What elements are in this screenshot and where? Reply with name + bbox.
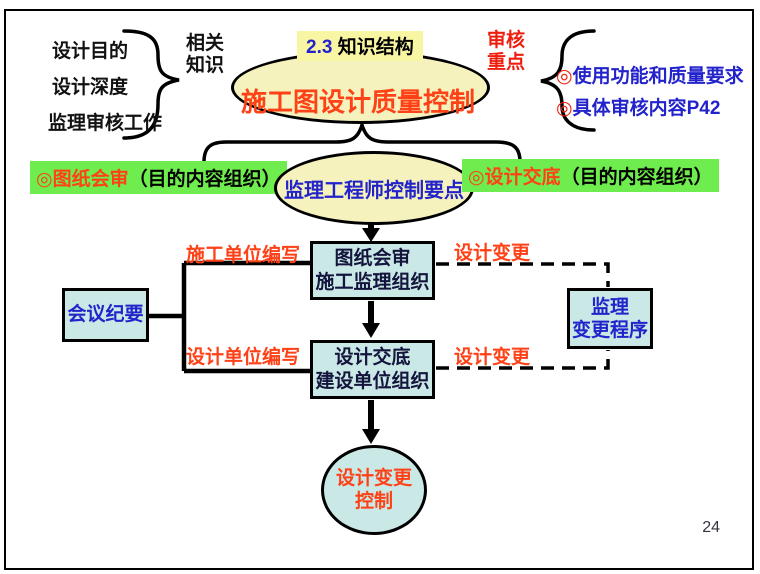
section-name: 知识结构 [332,37,414,58]
design-change-label-bottom: 设计变更 [454,347,531,368]
related-knowledge-line1: 相关 [186,33,225,54]
drawing-review-band: ◎图纸会审（目的内容组织） [30,161,287,194]
review-item-2: ◎具体审核内容P42 [556,93,720,120]
related-knowledge-line2: 知识 [186,55,225,76]
section-badge: 2.3 知识结构 [297,31,423,61]
box1-author-label: 施工单位编写 [186,245,301,266]
change-procedure-line2: 变更程序 [571,319,648,341]
change-procedure-line1: 监理 [590,296,629,318]
meeting-minutes-box: 会议纪要 [62,288,149,342]
related-item-2: 设计深度 [52,77,129,98]
bullet-icon: ◎ [468,167,485,188]
page-number: 24 [702,519,720,536]
end-ellipse-line1: 设计变更 [335,468,412,489]
review-emphasis-line2: 重点 [487,52,526,73]
main-title: 施工图设计质量控制 [240,87,475,117]
design-change-label-top: 设计变更 [454,243,531,264]
review-item-1: ◎使用功能和质量要求 [556,61,744,88]
related-item-1: 设计目的 [52,41,129,62]
main-topic-ellipse [231,51,490,124]
review-emphasis-label: 审核 重点 [487,30,525,74]
review-item-1-text: 使用功能和质量要求 [572,66,744,87]
related-item-3: 监理审核工作 [48,113,163,134]
bullet-icon: ◎ [556,98,573,119]
end-ellipse-line2: 控制 [354,491,393,512]
design-change-control-ellipse: 设计变更 控制 [321,445,427,535]
review-item-2-text: 具体审核内容 [572,98,687,119]
drawing-review-title: 图纸会审 [52,169,129,190]
review-emphasis-line1: 审核 [487,30,526,51]
drawing-review-box-line2: 施工监理组织 [315,271,430,293]
design-disclosure-box-line2: 建设单位组织 [315,370,430,392]
bullet-icon: ◎ [36,169,53,190]
slide-border [4,9,754,570]
design-disclosure-title: 设计交底 [484,167,561,188]
drawing-review-note: （目的内容组织） [128,169,281,190]
drawing-review-box: 图纸会审 施工监理组织 [310,241,435,300]
drawing-review-box-line1: 图纸会审 [334,247,411,269]
change-procedure-box: 监理 变更程序 [567,288,653,349]
section-number: 2.3 [306,37,333,58]
review-item-2-suffix: P42 [686,98,721,119]
bullet-icon: ◎ [556,66,573,87]
design-disclosure-band: ◎设计交底（目的内容组织） [462,159,719,192]
design-disclosure-box: 设计交底 建设单位组织 [310,340,435,399]
design-disclosure-note: （目的内容组织） [560,167,713,188]
box2-author-label: 设计单位编写 [186,347,301,368]
supervisor-control-ellipse: 监理工程师控制要点 [274,151,474,225]
design-disclosure-box-line1: 设计交底 [334,346,411,368]
related-knowledge-label: 相关 知识 [186,33,224,77]
